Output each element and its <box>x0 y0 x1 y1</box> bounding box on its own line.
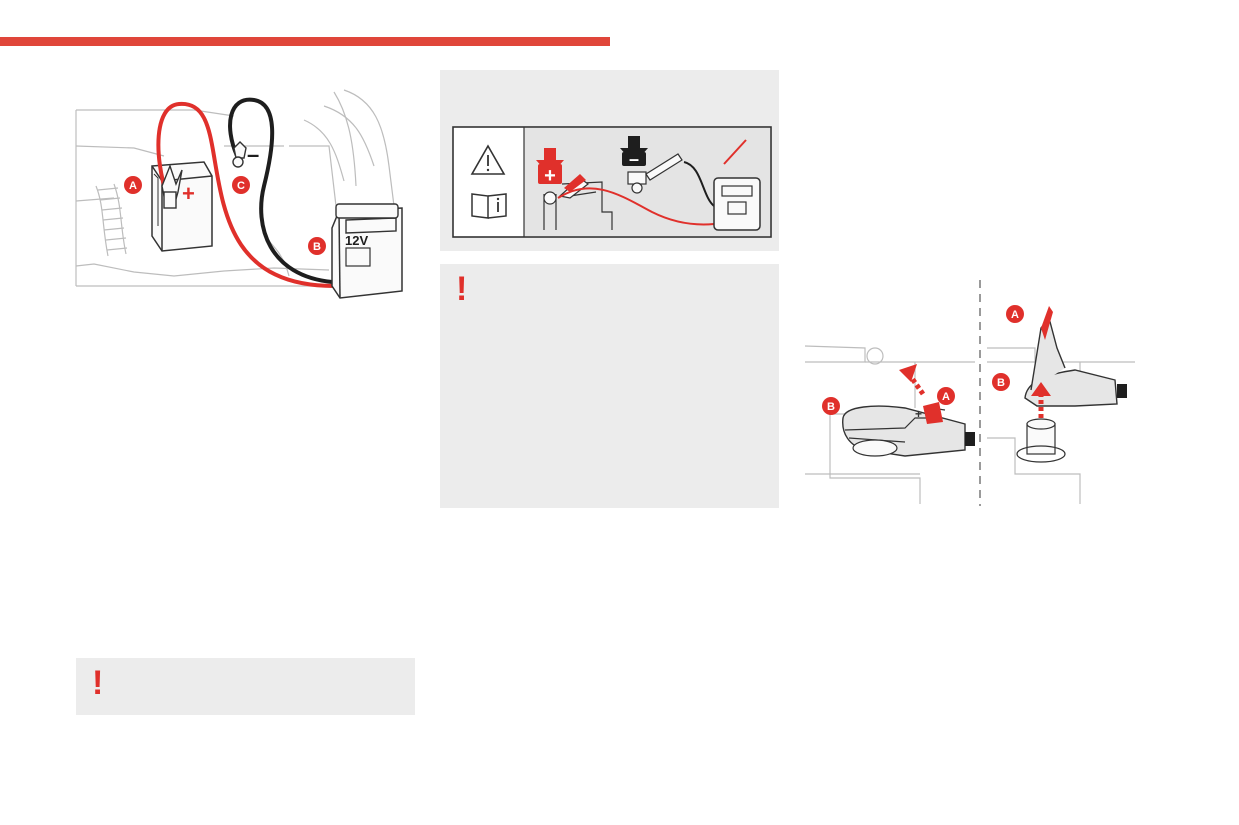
battery-plus-sign: + <box>182 181 195 206</box>
open-arrow-icon <box>899 364 917 382</box>
svg-text:A: A <box>129 180 137 192</box>
right-clamp <box>1024 306 1127 407</box>
charger-box <box>331 203 403 299</box>
red-slash-mark <box>723 139 747 165</box>
warning-triangle-icon <box>470 144 506 175</box>
engine-bay-illustration: + – 12V A B C <box>75 89 403 299</box>
exclamation-icon: ! <box>456 270 468 308</box>
svg-text:C: C <box>237 180 245 192</box>
exclamation-icon: ! <box>92 664 104 702</box>
marker-right-b: B <box>992 373 1010 391</box>
clamp-illustration: + A B A B <box>805 280 1135 506</box>
charger-voltage-label: 12V <box>345 233 368 248</box>
marker-b: B <box>308 237 326 255</box>
positive-arrow-icon <box>536 148 564 184</box>
red-cable <box>156 101 335 288</box>
negative-arrow-icon <box>620 136 648 166</box>
battery-post <box>1016 418 1066 463</box>
marker-left-a: A <box>937 387 955 405</box>
manual-book-icon <box>471 193 507 219</box>
svg-text:A: A <box>942 391 950 403</box>
marker-a: A <box>124 176 142 194</box>
lift-arrow-icon <box>1031 382 1051 396</box>
marker-left-b: B <box>822 397 840 415</box>
negative-minus-sign: – <box>247 142 259 167</box>
caution-box-top <box>440 264 779 508</box>
negative-clamp <box>232 141 247 168</box>
black-cable <box>228 97 333 284</box>
clamp-plus-sign: + <box>915 407 922 421</box>
svg-text:A: A <box>1011 309 1019 321</box>
marker-right-a: A <box>1006 305 1024 323</box>
warning-label-diagram: + – <box>452 126 772 238</box>
svg-text:B: B <box>997 377 1005 389</box>
left-clamp <box>842 402 975 457</box>
svg-text:B: B <box>313 241 321 253</box>
marker-c: C <box>232 176 250 194</box>
label-charger-icon <box>713 177 761 231</box>
positive-clamp <box>161 163 183 209</box>
svg-text:B: B <box>827 401 835 413</box>
caution-box-bottom <box>76 658 415 715</box>
label-plus-sign: + <box>544 165 556 187</box>
header-red-bar <box>0 37 610 46</box>
label-minus-sign: – <box>629 149 639 169</box>
